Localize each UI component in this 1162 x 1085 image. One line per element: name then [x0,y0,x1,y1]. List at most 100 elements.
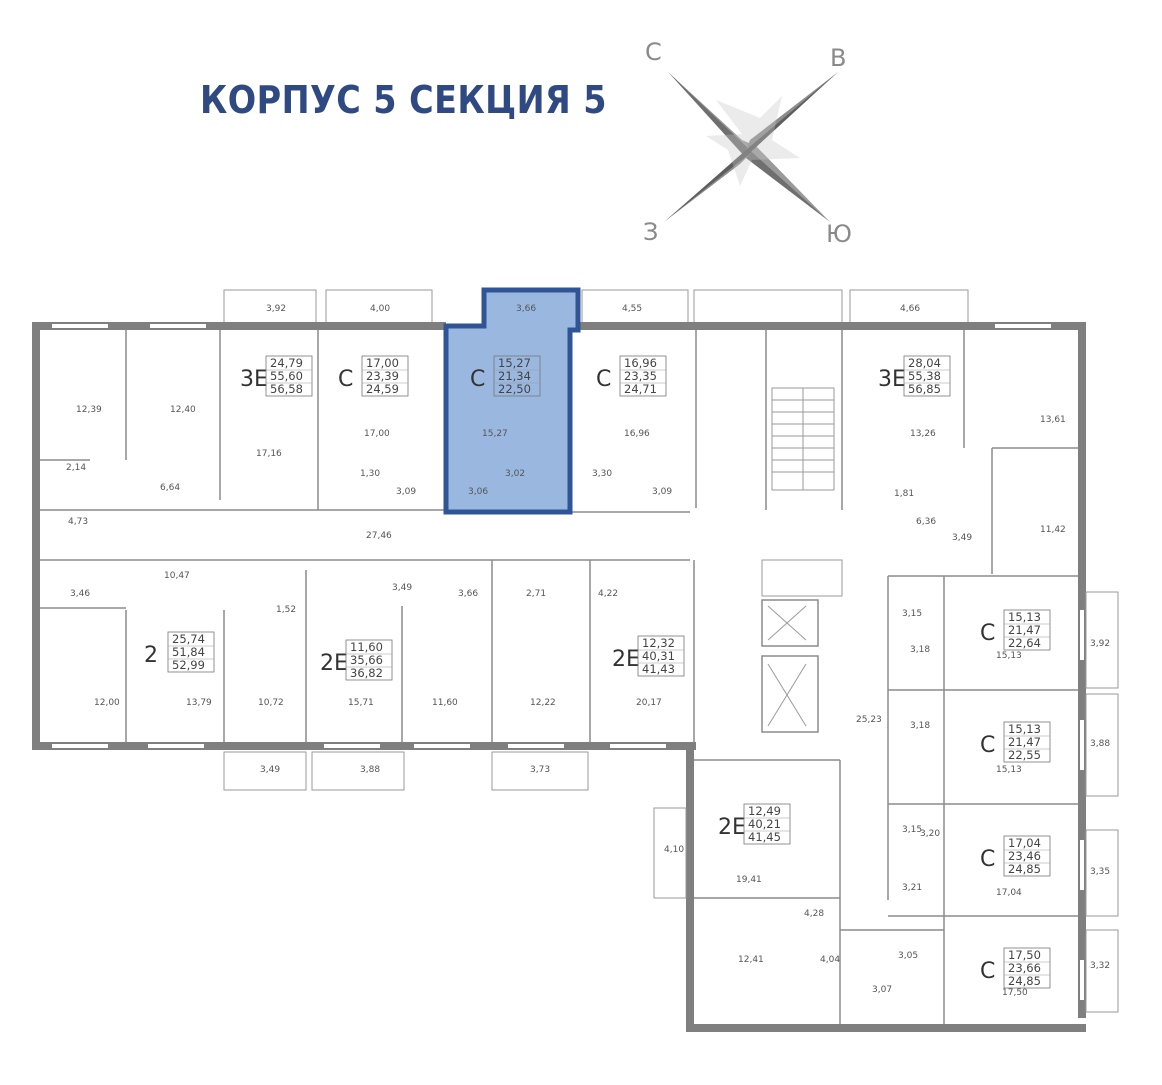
inner-walls [40,330,1078,1024]
room-area-label: 3,18 [910,721,930,731]
room-area-label: 3,92 [266,304,286,314]
apartment-area-value: 51,84 [172,645,205,659]
apartment-area-value: 56,85 [908,382,941,396]
apartment-area-value: 15,13 [1008,722,1041,736]
apartment-area-value: 23,35 [624,369,657,383]
compass-icon [664,72,838,222]
room-area-label: 4,28 [804,909,824,919]
room-area-label: 3,09 [396,487,416,497]
room-area-label: 4,00 [370,304,390,314]
room-area-label: 3,20 [920,829,940,839]
room-area-label: 2,71 [526,589,546,599]
apartment-area-box [361,355,409,397]
staircase [771,387,835,491]
room-area-label: 12,22 [530,698,556,708]
room-area-label: 4,10 [664,845,684,855]
apartment-area-value: 15,27 [498,356,531,370]
room-area-label: 6,36 [916,517,936,527]
apartment-area-value: 36,82 [350,666,383,680]
room-area-label: 12,39 [76,405,102,415]
room-area-label: 3,88 [360,765,380,775]
room-area-label: 3,35 [1090,867,1110,877]
apartment-code: С [470,367,485,392]
room-area-label: 15,71 [348,698,374,708]
room-area-label: 4,22 [598,589,618,599]
room-area-label: 17,04 [996,888,1022,898]
apartment-area-value: 40,31 [642,649,675,663]
room-area-label: 12,41 [738,955,764,965]
room-area-label: 3,49 [260,765,280,775]
room-area-label: 3,09 [652,487,672,497]
room-area-label: 12,40 [170,405,196,415]
apartment-area-value: 16,96 [624,356,657,370]
compass-north-label: С [645,38,662,66]
room-area-label: 3,30 [592,469,612,479]
room-area-label: 3,18 [910,645,930,655]
room-area-label: 13,61 [1040,415,1066,425]
apartment-code: 2Е [320,651,348,676]
room-area-label: 3,92 [1090,639,1110,649]
apartment-code: С [338,367,353,392]
apartment-area-box [345,639,393,681]
apartment-area-value: 41,43 [642,662,675,676]
apartment-area-box [1003,947,1051,989]
apartment-code: 2Е [612,647,640,672]
room-area-label: 4,66 [900,304,920,314]
apartment-area-box [265,355,313,397]
apartment-area-value: 24,79 [270,356,303,370]
room-area-label: 4,73 [68,517,88,527]
apartment-area-value: 23,46 [1008,849,1041,863]
compass-east-label: В [830,44,846,72]
apartment-code: 3Е [240,367,268,392]
apartment-area-value: 12,32 [642,636,675,650]
room-area-label: 15,13 [996,651,1022,661]
room-area-label: 13,26 [910,429,936,439]
room-area-label: 16,96 [624,429,650,439]
apartment-area-value: 17,00 [366,356,399,370]
apartment-area-value: 41,45 [748,830,781,844]
room-area-label: 17,50 [1002,988,1028,998]
apartment-area-box [1003,609,1051,651]
page-title: КОРПУС 5 СЕКЦИЯ 5 [200,78,607,122]
apartment-area-value: 56,58 [270,382,303,396]
apartment-area-value: 17,04 [1008,836,1041,850]
room-area-label: 3,07 [872,985,892,995]
room-area-label: 3,05 [898,951,918,961]
apartment-area-value: 35,66 [350,653,383,667]
room-area-label: 3,15 [902,609,922,619]
room-area-label: 10,72 [258,698,284,708]
apartment-area-value: 22,64 [1008,636,1041,650]
apartment-area-value: 55,60 [270,369,303,383]
apartment-area-box [167,631,215,673]
room-area-label: 3,15 [902,825,922,835]
room-area-label: 3,02 [505,469,525,479]
elevators [761,559,843,733]
apartment-area-value: 21,47 [1008,623,1041,637]
apartment-area-value: 28,04 [908,356,941,370]
room-area-label: 2,14 [66,463,86,473]
room-area-label: 3,32 [1090,961,1110,971]
apartment-area-value: 12,49 [748,804,781,818]
room-area-label: 3,49 [392,583,412,593]
apartment-code: С [980,959,995,984]
apartment-area-box [903,355,951,397]
apartment-area-value: 17,50 [1008,948,1041,962]
apartment-code: 2 [144,643,158,668]
room-area-label: 27,46 [366,531,392,541]
apartment-area-value: 21,34 [498,369,531,383]
selected-apartment-highlight[interactable] [446,290,578,512]
